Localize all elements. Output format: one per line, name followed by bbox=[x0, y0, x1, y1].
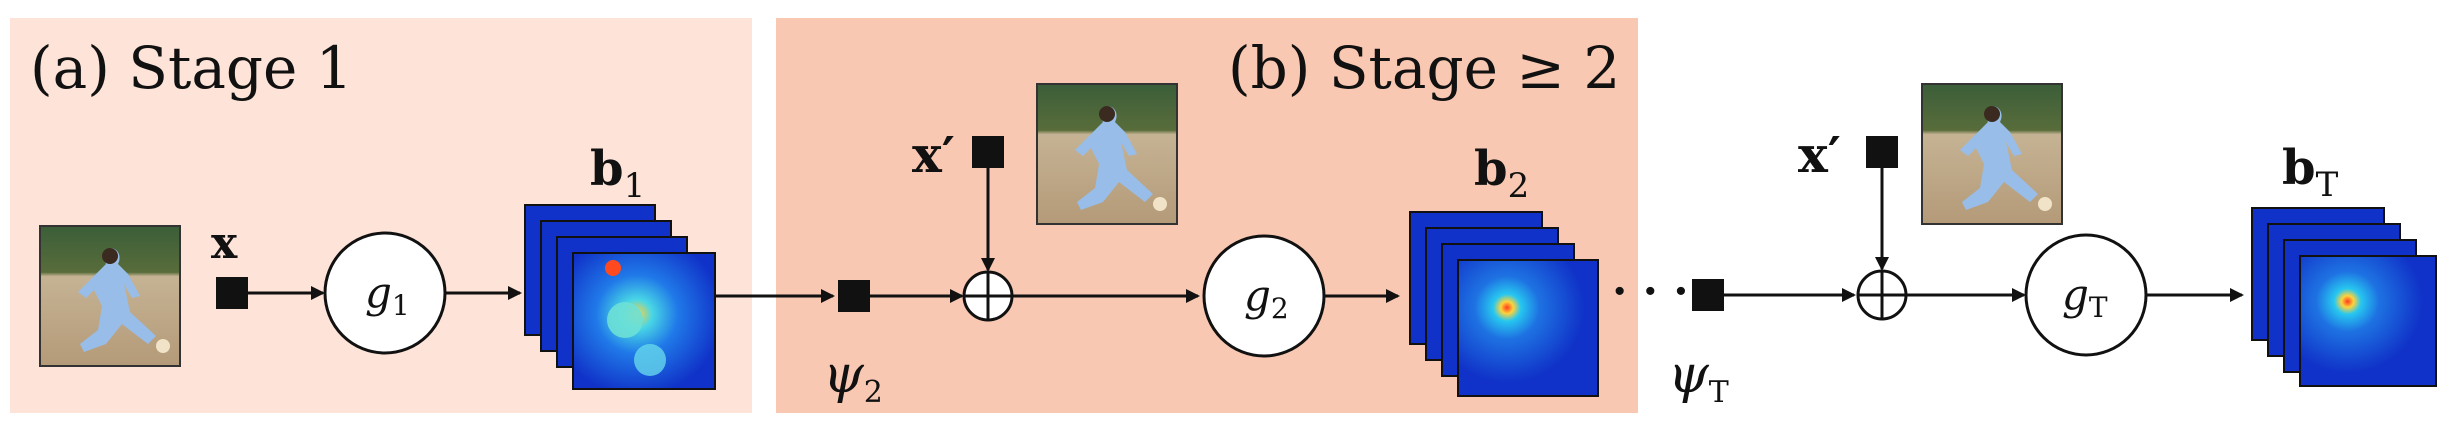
x-input-square bbox=[216, 277, 248, 309]
psi2-label: ψ2 bbox=[823, 345, 883, 410]
psiT-square bbox=[1692, 279, 1724, 311]
b2-heatmap-stack bbox=[1409, 211, 1599, 397]
xprime-label-final: x′ bbox=[1798, 125, 1841, 184]
g2-label: g2 bbox=[1244, 271, 1289, 325]
b1-label: b1 bbox=[590, 141, 645, 206]
stage1-title: (a) Stage 1 bbox=[30, 34, 353, 102]
stage2-title: (b) Stage ≥ 2 bbox=[1228, 34, 1620, 102]
bT-label: bT bbox=[2282, 140, 2339, 205]
x-label: x bbox=[211, 218, 238, 269]
gT-label: gT bbox=[2062, 270, 2108, 324]
ellipsis: · · · bbox=[1612, 266, 1689, 317]
athlete-photo-icon bbox=[1921, 83, 2063, 225]
b1-heatmap-stack bbox=[524, 204, 716, 390]
xprime-square-final bbox=[1866, 136, 1898, 168]
circled-plus-icon bbox=[1856, 269, 1908, 321]
athlete-photo-icon bbox=[39, 225, 181, 367]
psi2-square bbox=[838, 280, 870, 312]
b2-label: b2 bbox=[1474, 141, 1529, 206]
psiT-label: ψT bbox=[1668, 345, 1729, 410]
bT-heatmap-stack bbox=[2251, 207, 2437, 387]
g1-label: g1 bbox=[365, 268, 410, 322]
xprime-label-stage2: x′ bbox=[912, 125, 955, 184]
athlete-photo-icon bbox=[1036, 83, 1178, 225]
xprime-square-stage2 bbox=[972, 136, 1004, 168]
circled-plus-icon bbox=[962, 270, 1014, 322]
